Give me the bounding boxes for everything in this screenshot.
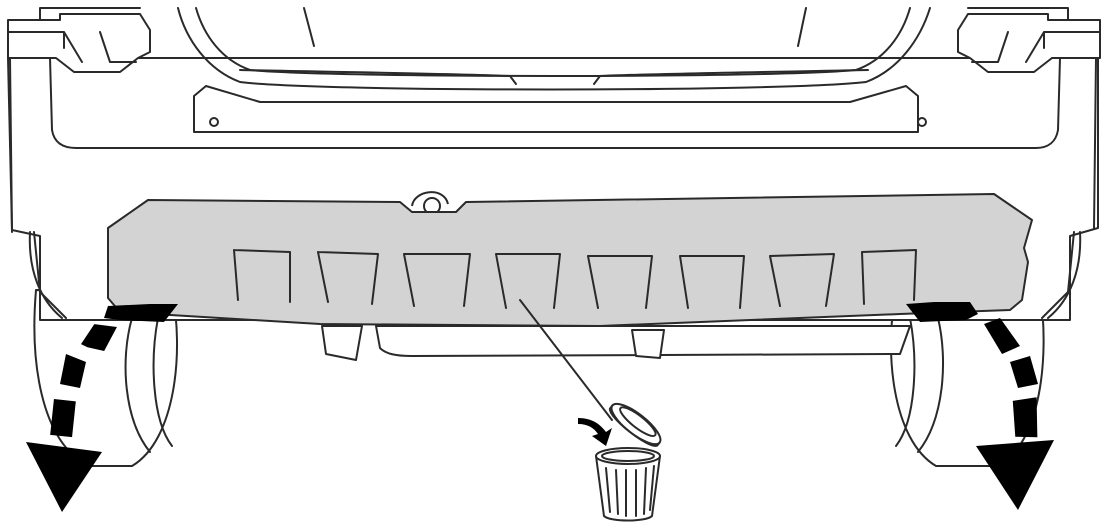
trash-bin-icon xyxy=(578,398,666,521)
bumper-cover-panel xyxy=(108,194,1032,326)
underbody-parts xyxy=(322,326,910,360)
